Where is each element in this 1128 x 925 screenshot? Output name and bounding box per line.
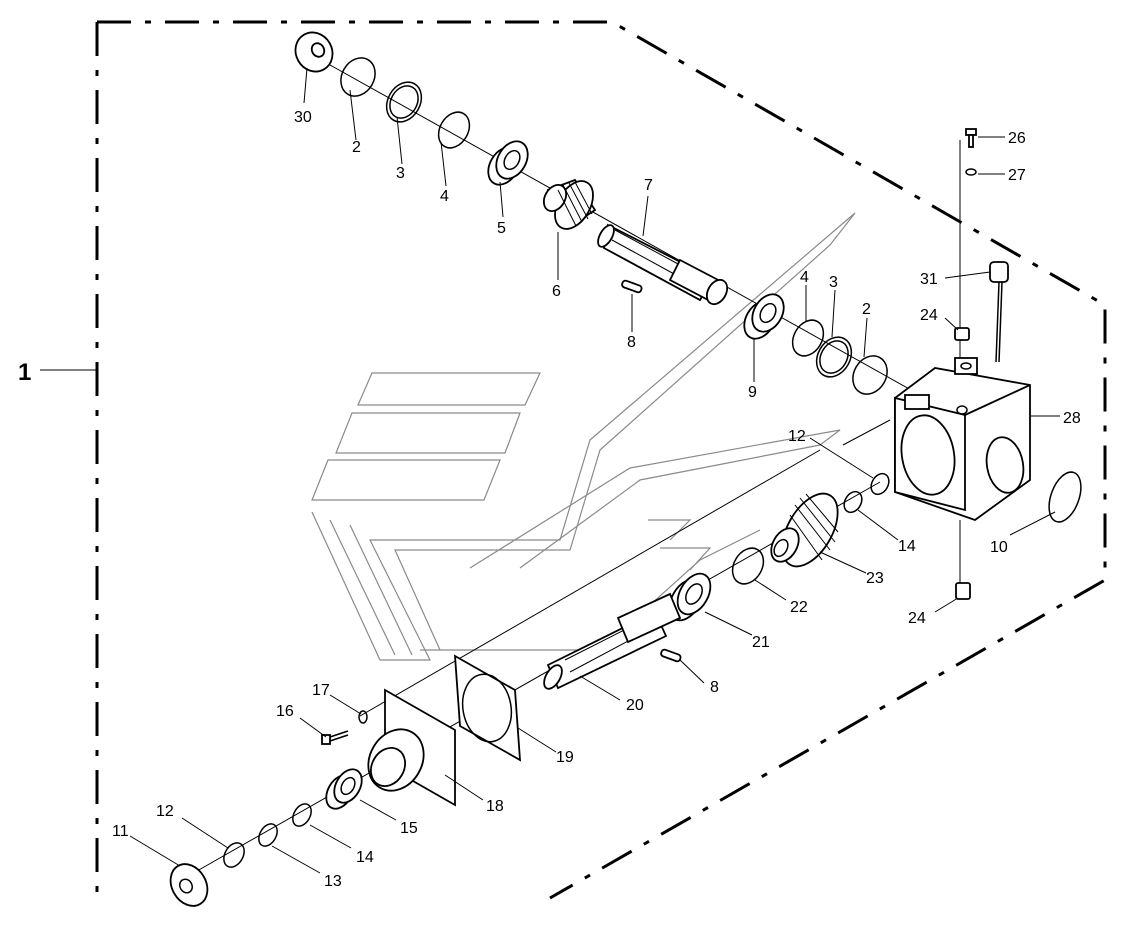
callout-4: 4 bbox=[800, 269, 809, 286]
assembly-boundary bbox=[97, 20, 1107, 900]
callout-28: 28 bbox=[1063, 410, 1081, 427]
ring-3-right bbox=[815, 336, 853, 378]
bevel-gear-23 bbox=[770, 492, 839, 568]
dipstick-31 bbox=[989, 261, 1009, 363]
gearbox-housing-28 bbox=[894, 357, 1031, 522]
ring-12-lower bbox=[223, 842, 245, 868]
watermark-logo bbox=[311, 212, 856, 661]
callout-22: 22 bbox=[790, 599, 808, 616]
bolt-26 bbox=[965, 128, 977, 148]
callout-10: 10 bbox=[990, 539, 1008, 556]
bearing-21 bbox=[668, 572, 712, 622]
key-8-upper bbox=[621, 279, 643, 294]
callout-6: 6 bbox=[552, 283, 561, 300]
housing-axis-line bbox=[842, 419, 891, 446]
callout-2: 2 bbox=[862, 301, 871, 318]
input-shaft-7 bbox=[597, 223, 729, 306]
callout-13: 13 bbox=[324, 873, 342, 890]
callout-labels: 1 30 2 3 4 5 6 7 8 9 4 3 2 26 27 31 24 2… bbox=[18, 109, 1081, 890]
screw-16 bbox=[321, 730, 349, 745]
callout-14: 14 bbox=[356, 849, 374, 866]
washer-27 bbox=[965, 168, 977, 176]
bevel-pinion-6 bbox=[542, 178, 597, 230]
bearing-15 bbox=[325, 768, 363, 810]
washer-11 bbox=[169, 863, 209, 907]
callout-14: 14 bbox=[898, 538, 916, 555]
ring-14-lower bbox=[292, 803, 312, 827]
plug-24-upper bbox=[954, 327, 970, 341]
upper-axis-line bbox=[313, 55, 921, 396]
callout-21: 21 bbox=[752, 634, 770, 651]
ring-4 bbox=[437, 111, 471, 149]
callout-9: 9 bbox=[748, 384, 757, 401]
lower-axis-line bbox=[189, 481, 881, 876]
bearing-5 bbox=[487, 140, 529, 186]
leader-lines bbox=[129, 67, 1060, 874]
callout-8: 8 bbox=[710, 679, 719, 696]
callout-8: 8 bbox=[627, 334, 636, 351]
callout-30: 30 bbox=[294, 109, 312, 126]
key-8-lower bbox=[660, 648, 682, 663]
callout-12: 12 bbox=[788, 428, 806, 445]
snap-ring-2-right bbox=[852, 355, 888, 395]
callout-11: 11 bbox=[112, 823, 129, 840]
callout-4: 4 bbox=[440, 188, 449, 205]
plug-24-lower bbox=[955, 582, 971, 600]
washer-30 bbox=[294, 31, 334, 73]
output-shaft-20 bbox=[543, 592, 682, 690]
callout-23: 23 bbox=[866, 570, 884, 587]
assembly-label: 1 bbox=[18, 359, 31, 386]
callout-5: 5 bbox=[497, 220, 506, 237]
ring-4-right bbox=[791, 319, 825, 357]
washer-17 bbox=[358, 710, 368, 724]
flange-18 bbox=[367, 688, 456, 807]
callout-7: 7 bbox=[644, 177, 653, 194]
lower-axis-line-2 bbox=[359, 449, 821, 717]
callout-2: 2 bbox=[352, 139, 361, 156]
ring-14-upper bbox=[843, 490, 863, 514]
snap-ring-2 bbox=[340, 57, 376, 97]
callout-3: 3 bbox=[829, 274, 838, 291]
ring-13 bbox=[258, 823, 278, 847]
callout-31: 31 bbox=[920, 271, 938, 288]
bearing-9 bbox=[743, 293, 785, 340]
callout-18: 18 bbox=[486, 798, 504, 815]
callout-16: 16 bbox=[276, 703, 294, 720]
callout-26: 26 bbox=[1008, 130, 1026, 147]
callout-3: 3 bbox=[396, 165, 405, 182]
callout-24: 24 bbox=[920, 307, 938, 324]
gasket-19 bbox=[453, 654, 522, 762]
ring-22 bbox=[731, 547, 765, 585]
callout-19: 19 bbox=[556, 749, 574, 766]
callout-24: 24 bbox=[908, 610, 926, 627]
callout-15: 15 bbox=[400, 820, 418, 837]
ring-3 bbox=[385, 81, 423, 123]
callout-17: 17 bbox=[312, 682, 330, 699]
ring-12-upper bbox=[870, 472, 890, 496]
callout-12: 12 bbox=[156, 803, 174, 820]
seal-ring-10 bbox=[1048, 471, 1082, 523]
callout-20: 20 bbox=[626, 697, 644, 714]
callout-27: 27 bbox=[1008, 167, 1026, 184]
